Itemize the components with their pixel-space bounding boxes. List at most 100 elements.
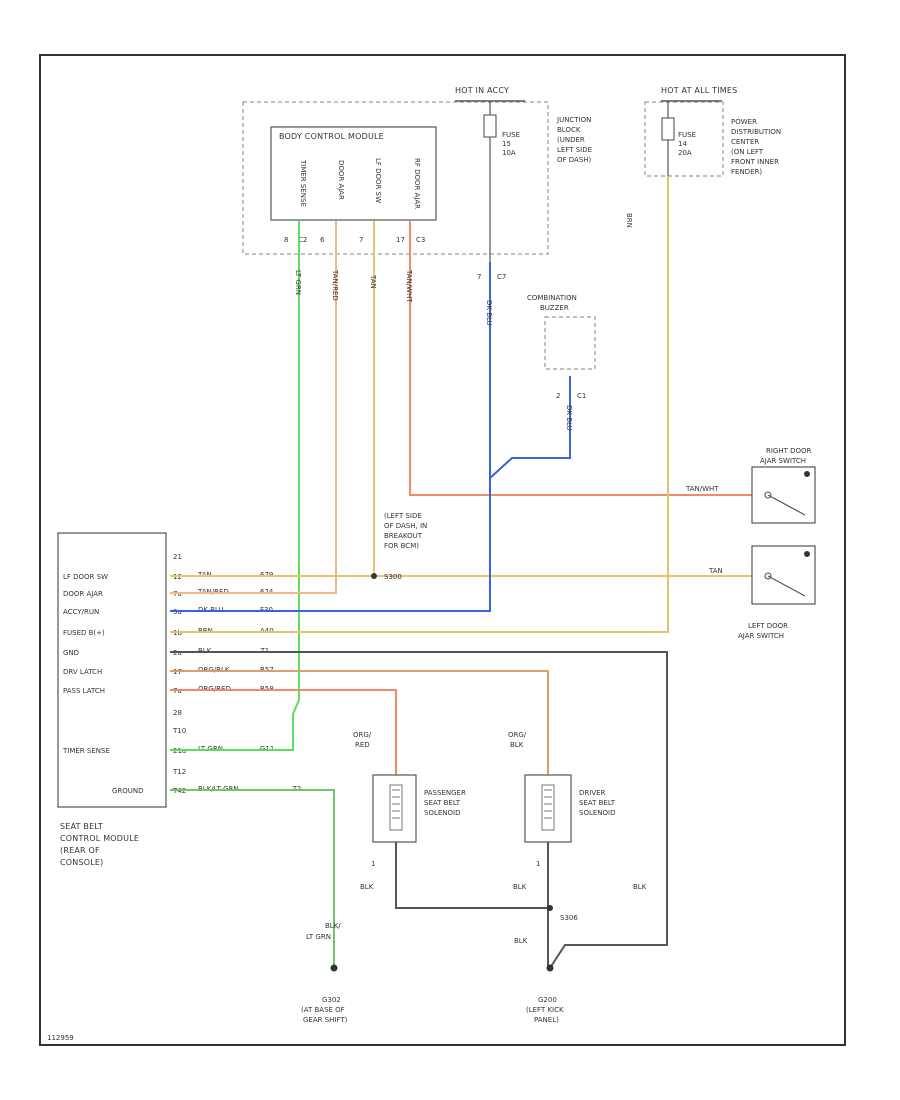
label-blk-lt-grn-2: LT GRN bbox=[306, 933, 331, 941]
label-lt-grn-top: LT GRN bbox=[294, 270, 302, 295]
fuse-14-word: FUSE bbox=[678, 131, 696, 139]
bcm-fuse-connector-pin: 7 bbox=[477, 273, 481, 281]
wire-tan-red bbox=[170, 221, 337, 594]
wire-lt-grn bbox=[170, 221, 300, 751]
combination-buzzer-label-2: BUZZER bbox=[540, 304, 569, 312]
svg-text:DRIVER: DRIVER bbox=[579, 789, 606, 797]
svg-text:AJAR SWITCH: AJAR SWITCH bbox=[760, 457, 806, 465]
wire-tan-wht bbox=[409, 221, 752, 496]
label-blk-g200: BLK bbox=[514, 937, 528, 945]
svg-text:G302: G302 bbox=[322, 996, 341, 1004]
ground-g302-label: G302 (AT BASE OF GEAR SHIFT) bbox=[301, 996, 348, 1024]
label-blk-driver: BLK bbox=[513, 883, 527, 891]
fuse-15-number: 15 bbox=[502, 140, 511, 148]
svg-text:SEAT BELT: SEAT BELT bbox=[60, 822, 103, 831]
bcm-conn-17: 17 bbox=[396, 236, 405, 244]
svg-text:AJAR SWITCH: AJAR SWITCH bbox=[738, 632, 784, 640]
svg-text:BLOCK: BLOCK bbox=[557, 126, 581, 134]
buzzer-connector-pin: 2 bbox=[556, 392, 560, 400]
wire-org-red bbox=[170, 689, 397, 775]
wire-blk bbox=[170, 651, 668, 969]
label-tan-switch: TAN bbox=[708, 567, 723, 575]
passenger-seat-belt-solenoid: ORG/ RED PASSENGER SEAT BELT SOLENOID 1 … bbox=[353, 731, 466, 891]
ground-g200-dot bbox=[546, 964, 554, 972]
fuse-15-rating: 10A bbox=[502, 149, 516, 157]
power-distribution-label: POWER DISTRIBUTION CENTER (ON LEFT FRONT… bbox=[731, 118, 781, 176]
bcm-pin-rf-door-ajar: RF DOOR AJAR bbox=[413, 158, 421, 209]
bcm-conn-c3: C3 bbox=[416, 236, 425, 244]
fuse-14-number: 14 bbox=[678, 140, 687, 148]
svg-text:PASSENGER: PASSENGER bbox=[424, 789, 466, 797]
ground-g200-label: G200 (LEFT KICK PANEL) bbox=[526, 996, 564, 1024]
bcm-conn-8: 8 bbox=[284, 236, 288, 244]
fuse-15-word: FUSE bbox=[502, 131, 520, 139]
svg-text:LEFT DOOR: LEFT DOOR bbox=[748, 622, 788, 630]
label-tan-wht-switch: TAN/WHT bbox=[685, 485, 719, 493]
figure-id: 112959 bbox=[47, 1034, 74, 1042]
label-dk-blu-buzzer: DK BLU bbox=[565, 405, 573, 431]
wire-blk-passenger-ground bbox=[395, 842, 550, 909]
bcm-inner-box bbox=[270, 126, 437, 221]
vertical-wire-labels: LT GRN TAN/RED TAN TAN/WHT DK BLU DK BLU… bbox=[294, 213, 633, 431]
splice-s306-dot bbox=[547, 905, 553, 911]
svg-text:BREAKOUT: BREAKOUT bbox=[384, 532, 423, 540]
bcm-pin-timer-sense: TIMER SENSE bbox=[299, 159, 307, 207]
module-pin-label: TIMER SENSE bbox=[62, 747, 110, 755]
module-pin-number: T10 bbox=[172, 727, 186, 735]
svg-text:(LEFT KICK: (LEFT KICK bbox=[526, 1006, 564, 1014]
fuse-14-rating: 20A bbox=[678, 149, 692, 157]
svg-text:FOR BCM): FOR BCM) bbox=[384, 542, 419, 550]
svg-text:CONSOLE): CONSOLE) bbox=[60, 858, 103, 867]
left-door-ajar-switch: TAN LEFT DOOR AJAR SWITCH bbox=[708, 545, 816, 640]
seat-belt-module-caption: SEAT BELT CONTROL MODULE (REAR OF CONSOL… bbox=[60, 822, 139, 867]
splice-note: (LEFT SIDE OF DASH, IN BREAKOUT FOR BCM) bbox=[384, 512, 427, 550]
bcm-conn-6: 6 bbox=[320, 236, 325, 244]
svg-text:DISTRIBUTION: DISTRIBUTION bbox=[731, 128, 781, 136]
label-blk-gnd-return: BLK bbox=[633, 883, 647, 891]
splice-s300-dot bbox=[371, 573, 377, 579]
svg-text:(UNDER: (UNDER bbox=[557, 136, 585, 144]
bcm-fuse-connector: C7 bbox=[497, 273, 506, 281]
fuse-15-symbol bbox=[483, 114, 497, 138]
bcm-pin-labels: TIMER SENSE DOOR AJAR LF DOOR SW RF DOOR… bbox=[299, 158, 421, 209]
svg-text:GEAR SHIFT): GEAR SHIFT) bbox=[303, 1016, 348, 1024]
label-org-red-2: RED bbox=[355, 741, 370, 749]
bcm-pin-door-ajar: DOOR AJAR bbox=[337, 160, 345, 200]
label-blk-passenger: BLK bbox=[360, 883, 374, 891]
ground-g302-dot bbox=[330, 964, 338, 972]
module-pin-label: GND bbox=[63, 649, 79, 657]
svg-text:1: 1 bbox=[536, 860, 540, 868]
module-pin-number: T12 bbox=[172, 768, 186, 776]
svg-text:FENDER): FENDER) bbox=[731, 168, 762, 176]
fuse-14-symbol bbox=[661, 117, 675, 141]
module-pin-number: 21 bbox=[173, 553, 182, 561]
svg-text:SOLENOID: SOLENOID bbox=[579, 809, 615, 817]
label-org-blk-1: ORG/ bbox=[508, 731, 527, 739]
svg-text:RIGHT DOOR: RIGHT DOOR bbox=[766, 447, 812, 455]
wire-org-blk bbox=[170, 670, 549, 775]
bcm-conn-7: 7 bbox=[359, 236, 363, 244]
bcm-outer-dashed-box bbox=[242, 101, 549, 255]
right-door-ajar-switch: RIGHT DOOR AJAR SWITCH TAN/WHT bbox=[685, 447, 816, 524]
svg-text:CENTER: CENTER bbox=[731, 138, 759, 146]
svg-text:JUNCTION: JUNCTION bbox=[556, 116, 591, 124]
module-pin-label: DOOR AJAR bbox=[63, 590, 103, 598]
module-pin-label: PASS LATCH bbox=[63, 687, 105, 695]
wire-dk-blu-buzzer bbox=[489, 376, 571, 479]
svg-text:OF DASH, IN: OF DASH, IN bbox=[384, 522, 427, 530]
label-org-blk-2: BLK bbox=[510, 741, 524, 749]
svg-text:(AT BASE OF: (AT BASE OF bbox=[301, 1006, 345, 1014]
bcm-title: BODY CONTROL MODULE bbox=[279, 132, 384, 141]
module-pin-label: GROUND bbox=[112, 787, 144, 795]
bcm-connector-labels: 8 C2 6 7 17 C3 bbox=[284, 236, 425, 244]
svg-text:SEAT BELT: SEAT BELT bbox=[579, 799, 616, 807]
label-tan-red-top: TAN/RED bbox=[331, 269, 339, 301]
svg-text:(LEFT SIDE: (LEFT SIDE bbox=[384, 512, 422, 520]
buzzer-connector: C1 bbox=[577, 392, 586, 400]
splice-s306-label: S306 bbox=[560, 914, 578, 922]
svg-text:LEFT SIDE: LEFT SIDE bbox=[557, 146, 592, 154]
label-tan-top: TAN bbox=[369, 274, 377, 289]
svg-text:FRONT INNER: FRONT INNER bbox=[731, 158, 779, 166]
